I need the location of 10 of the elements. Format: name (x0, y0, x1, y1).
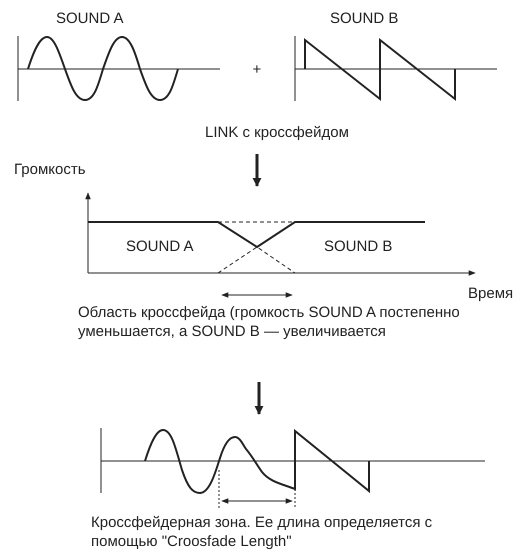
plus-sign: + (252, 60, 262, 79)
axis-label: Время (468, 284, 514, 303)
axis-label: Громкость (14, 160, 86, 179)
step-caption: LINK с кроссфейдом (205, 123, 349, 142)
note-text: Область кроссфейда (громкость SOUND A постепенно уменьшается, а SOUND B — увеличивается (78, 303, 461, 341)
curve-label: SOUND B (324, 237, 392, 256)
waveform-title: SOUND B (330, 9, 398, 28)
curve-label: SOUND A (126, 237, 194, 256)
note-text: Кроссфейдерная зона. Ее длина определяется с помощью "Croosfade Length" (91, 513, 434, 551)
waveform-title: SOUND A (56, 9, 124, 28)
